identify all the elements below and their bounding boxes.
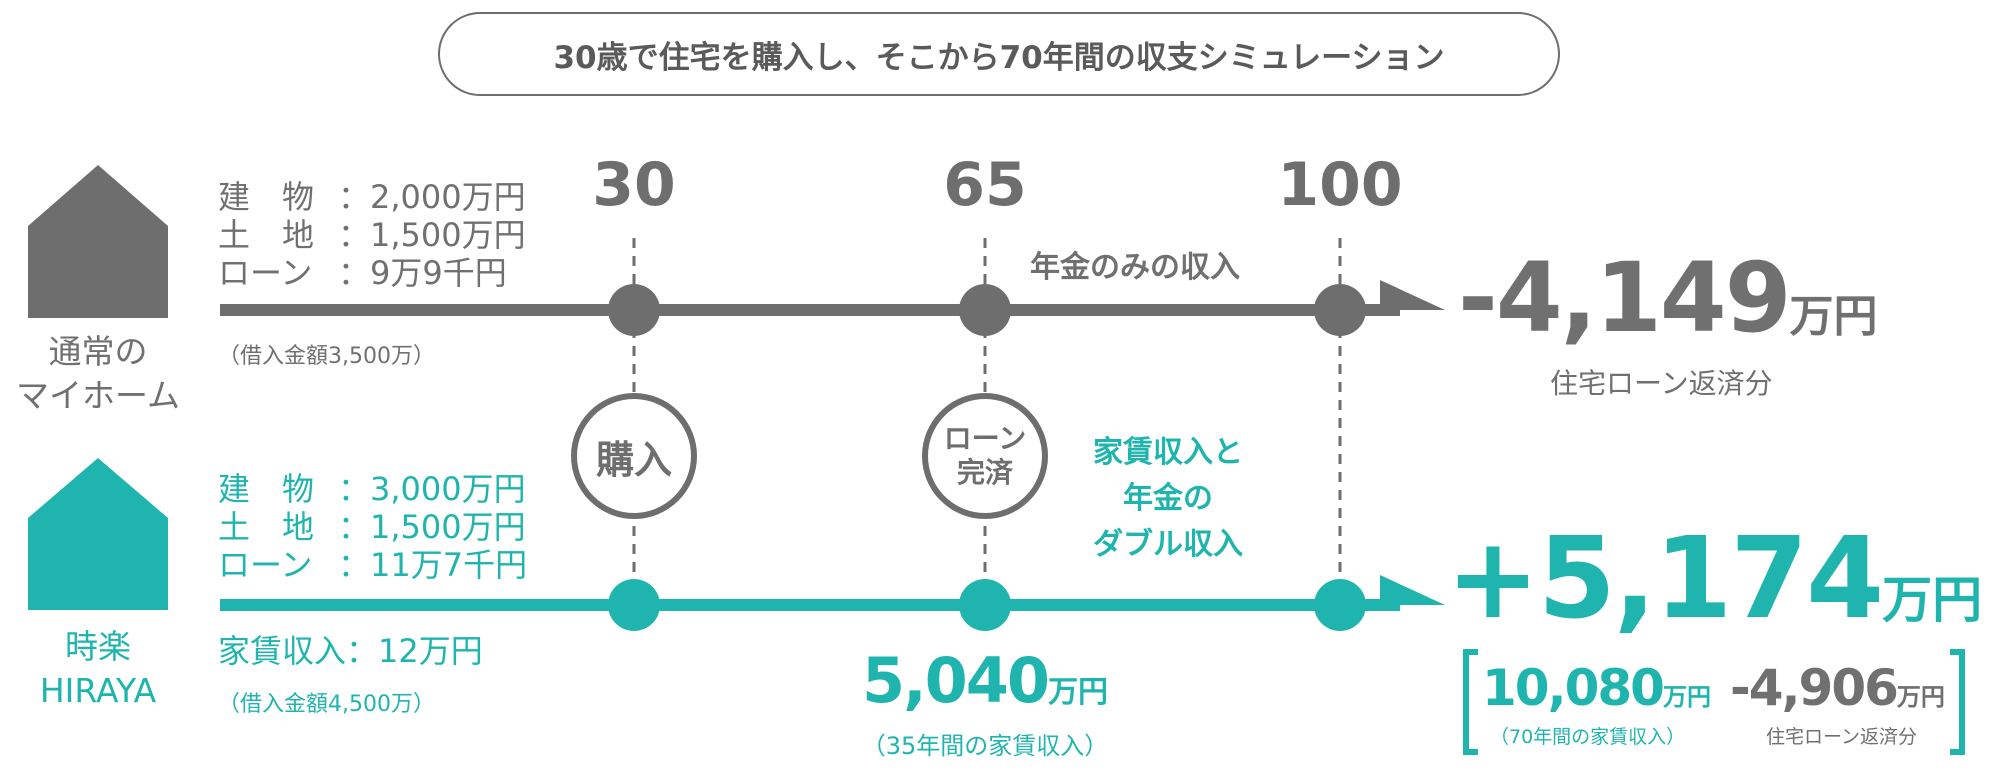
age-65: 65 — [943, 150, 1027, 220]
normal-arrowhead — [1380, 280, 1445, 310]
normal-house-label: 通常の マイホーム — [15, 332, 180, 415]
breakdown-bracket-right — [1950, 649, 1965, 755]
breakdown-bracket-left — [1463, 649, 1478, 755]
pension-only-label: 年金のみの収入 — [1030, 250, 1240, 285]
house-icon-hiraya — [28, 458, 168, 610]
breakdown-income: 10,080万円 — [1482, 659, 1711, 717]
purchase-milestone: 購入 — [571, 393, 697, 519]
normal-result: -4,149万円 — [1458, 242, 1878, 354]
loan-done-milestone: ローン完済 — [922, 393, 1048, 519]
breakdown-loan: -4,906万円 — [1730, 659, 1945, 717]
hiraya-rent-income: 家賃収入：12万円 — [218, 632, 483, 670]
normal-specs: 建 物：2,000万円 土 地：1,500万円 ローン：9万9千円 — [218, 178, 526, 292]
breakdown-income-sub: （70年間の家賃収入） — [1490, 726, 1686, 748]
rent35-sub: （35年間の家賃収入） — [861, 732, 1109, 760]
rent35-total: 5,040万円 — [861, 644, 1109, 717]
hiraya-house-label: 時楽 HIRAYA — [39, 627, 157, 710]
normal-loan-note: （借入金額3,500万） — [218, 344, 435, 369]
hiraya-specs: 建 物：3,000万円 土 地：1,500万円 ローン：11万7千円 — [218, 470, 528, 584]
house-icon-normal — [28, 165, 168, 318]
breakdown-loan-sub: 住宅ローン返済分 — [1766, 726, 1918, 748]
hiraya-loan-note: （借入金額4,500万） — [218, 692, 435, 717]
double-income-label: 家賃収入と 年金の ダブル収入 — [1093, 435, 1243, 562]
hiraya-arrowhead — [1380, 575, 1445, 605]
hiraya-result: +5,174万円 — [1446, 514, 1983, 644]
page-title: 30歳で住宅を購入し、そこから70年間の収支シミュレーション — [438, 12, 1560, 96]
normal-result-sub: 住宅ローン返済分 — [1550, 367, 1773, 400]
age-100: 100 — [1277, 150, 1403, 220]
age-30: 30 — [592, 150, 676, 220]
